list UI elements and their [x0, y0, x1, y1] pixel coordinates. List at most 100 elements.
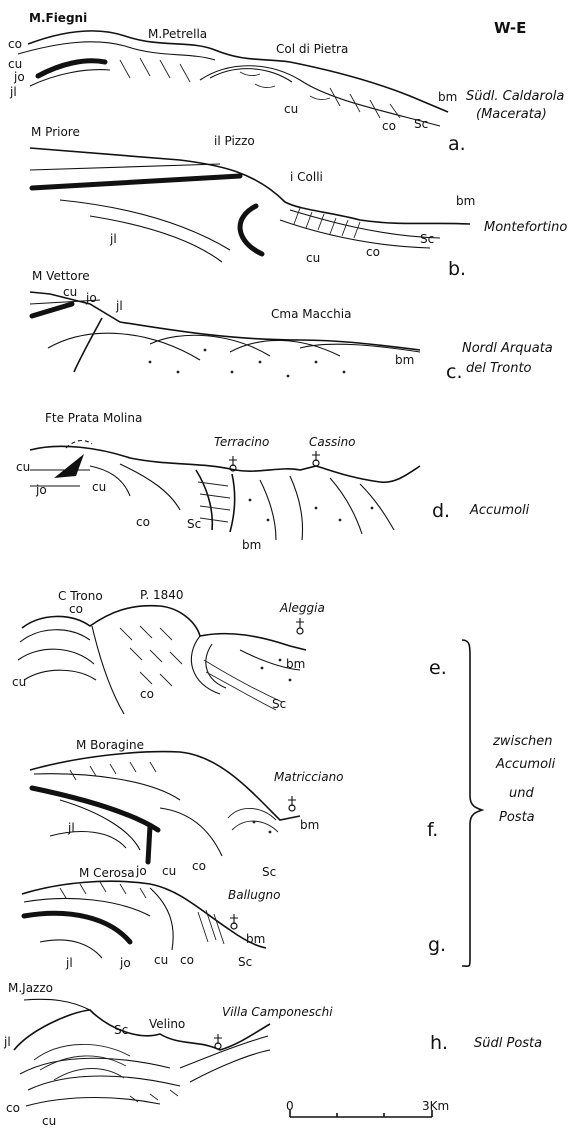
section-d-town1: Terracino: [214, 435, 269, 449]
section-h-unit-co: co: [6, 1101, 20, 1115]
section-h-letter: h.: [430, 1032, 448, 1054]
section-f-unit-co: co: [192, 859, 206, 873]
bracket-text: zwischen Accumoli und Posta: [492, 734, 556, 825]
section-f-unit-jo: jo: [135, 864, 147, 878]
section-d-unit-cu2: cu: [92, 480, 106, 494]
section-e-unit-co2: co: [140, 687, 154, 701]
section-f-town1: Matricciano: [274, 770, 344, 784]
section-e-profile: [22, 606, 306, 650]
section-e-unit-co: co: [69, 602, 83, 616]
section-g: M Cerosa Ballugno jl jo cu co Sc bm g.: [22, 866, 446, 970]
bracket-text-line-3: und: [509, 786, 534, 801]
section-f-unit-cu: cu: [162, 864, 176, 878]
scale-bar: 0 3Km: [286, 1099, 449, 1117]
section-h-place-1: Südl Posta: [474, 1036, 542, 1051]
section-g-town1: Ballugno: [228, 888, 280, 902]
section-e-unit-sc: Sc: [272, 697, 286, 711]
section-h-unit-sc: Sc: [114, 1023, 128, 1037]
section-b-unit-sc: Sc: [420, 232, 434, 246]
section-a-unit-cu: cu: [8, 57, 22, 71]
bracket: [462, 640, 482, 966]
section-c-place-1: Nordl Arquata: [462, 341, 553, 356]
section-a-unit-sc: Sc: [414, 117, 428, 131]
section-f-unit-jl: jl: [67, 821, 75, 835]
section-b-jo-bed: [32, 176, 240, 188]
scale-end: 3Km: [422, 1099, 449, 1113]
section-f-unit-sc: Sc: [262, 865, 276, 879]
section-b-unit-jl: jl: [109, 232, 117, 246]
section-a-unit-co2: co: [382, 119, 396, 133]
section-c-peak1: M Vettore: [32, 269, 90, 283]
section-h-unit-jl: jl: [3, 1035, 11, 1049]
section-c-jo-bed: [32, 304, 72, 316]
section-b-unit-co: co: [366, 245, 380, 259]
section-e-unit-cu: cu: [12, 675, 26, 689]
section-e: C Trono P. 1840 Aleggia co cu co bm Sc e…: [12, 588, 447, 714]
section-h: M.Jazzo Velino Villa Camponeschi jl Sc c…: [3, 981, 542, 1128]
section-g-unit-bm: bm: [246, 932, 265, 946]
section-d-letter: d.: [432, 500, 450, 522]
section-f-letter: f.: [427, 819, 438, 841]
section-c-peak2: Cma Macchia: [271, 307, 351, 321]
bracket-text-line-1: zwischen: [492, 734, 552, 749]
section-f-jo-bed: [32, 788, 158, 830]
section-h-town1: Villa Camponeschi: [222, 1005, 333, 1019]
section-g-unit-jl: jl: [65, 956, 73, 970]
section-a-place-1: Südl. Caldarola: [466, 89, 564, 104]
bracket-text-line-2: Accumoli: [495, 757, 556, 772]
section-c-place-2: del Tronto: [466, 361, 532, 376]
section-a-jo-bed: [38, 61, 105, 76]
section-f-unit-bm: bm: [300, 818, 319, 832]
section-e-peak1: C Trono: [58, 589, 103, 603]
section-a-peak1: M.Fiegni: [29, 11, 87, 25]
section-b-place-1: Montefortino: [484, 220, 567, 235]
section-e-peak2: P. 1840: [140, 588, 184, 602]
section-g-letter: g.: [428, 934, 446, 956]
section-a-profile: [28, 31, 448, 112]
section-h-peak1: M.Jazzo: [8, 981, 53, 995]
section-e-letter: e.: [429, 657, 447, 679]
section-b: M Priore il Pizzo i Colli jl cu co Sc bm…: [30, 125, 567, 280]
section-b-peak1: M Priore: [31, 125, 80, 139]
section-c-unit-cu: cu: [63, 285, 77, 299]
section-c: M Vettore Cma Macchia cu jo jl bm Nordl …: [30, 269, 553, 383]
section-a: M.Fiegni M.Petrella Col di Pietra co cu …: [8, 11, 564, 155]
section-c-unit-jo: jo: [85, 291, 97, 305]
section-h-unit-cu: cu: [42, 1114, 56, 1128]
section-d-unit-co: co: [136, 515, 150, 529]
section-a-peak3: Col di Pietra: [276, 42, 348, 56]
section-a-unit-co: co: [8, 37, 22, 51]
section-a-peak2: M.Petrella: [148, 27, 207, 41]
section-g-jo-bed: [24, 913, 130, 942]
section-d-unit-bm: bm: [242, 538, 261, 552]
section-b-peak2: il Pizzo: [214, 134, 255, 148]
bracket-text-line-4: Posta: [499, 810, 535, 825]
section-a-unit-jo: jo: [13, 70, 25, 84]
section-d-unit-jo: jo: [35, 483, 47, 497]
section-g-unit-jo: jo: [119, 956, 131, 970]
section-a-unit-cu2: cu: [284, 102, 298, 116]
section-a-unit-jl: jl: [9, 85, 17, 99]
scale-start: 0: [286, 1099, 294, 1113]
section-c-unit-bm: bm: [395, 353, 414, 367]
section-e-town1: Aleggia: [279, 601, 325, 615]
section-d-jo-bed: [54, 454, 84, 478]
section-a-letter: a.: [448, 133, 466, 155]
section-h-peak2: Velino: [149, 1017, 185, 1031]
section-f: M Boragine Matricciano jl jo cu co Sc bm…: [30, 738, 438, 879]
section-a-unit-bm: bm: [438, 90, 457, 104]
section-d: Fte Prata Molina Terracino Cassino cu jo…: [16, 411, 530, 552]
section-d-place-1: Accumoli: [469, 503, 530, 518]
section-g-unit-co: co: [180, 953, 194, 967]
section-g-peak1: M Cerosa: [79, 866, 135, 880]
section-d-unit-sc: Sc: [187, 517, 201, 531]
section-g-unit-cu: cu: [154, 953, 168, 967]
section-g-unit-sc: Sc: [238, 955, 252, 969]
section-f-peak1: M Boragine: [76, 738, 144, 752]
section-a-place-2: (Macerata): [476, 107, 547, 122]
section-c-unit-jl: jl: [115, 299, 123, 313]
section-d-town2: Cassino: [309, 435, 356, 449]
section-e-unit-bm: bm: [286, 657, 305, 671]
section-b-letter: b.: [448, 258, 466, 280]
